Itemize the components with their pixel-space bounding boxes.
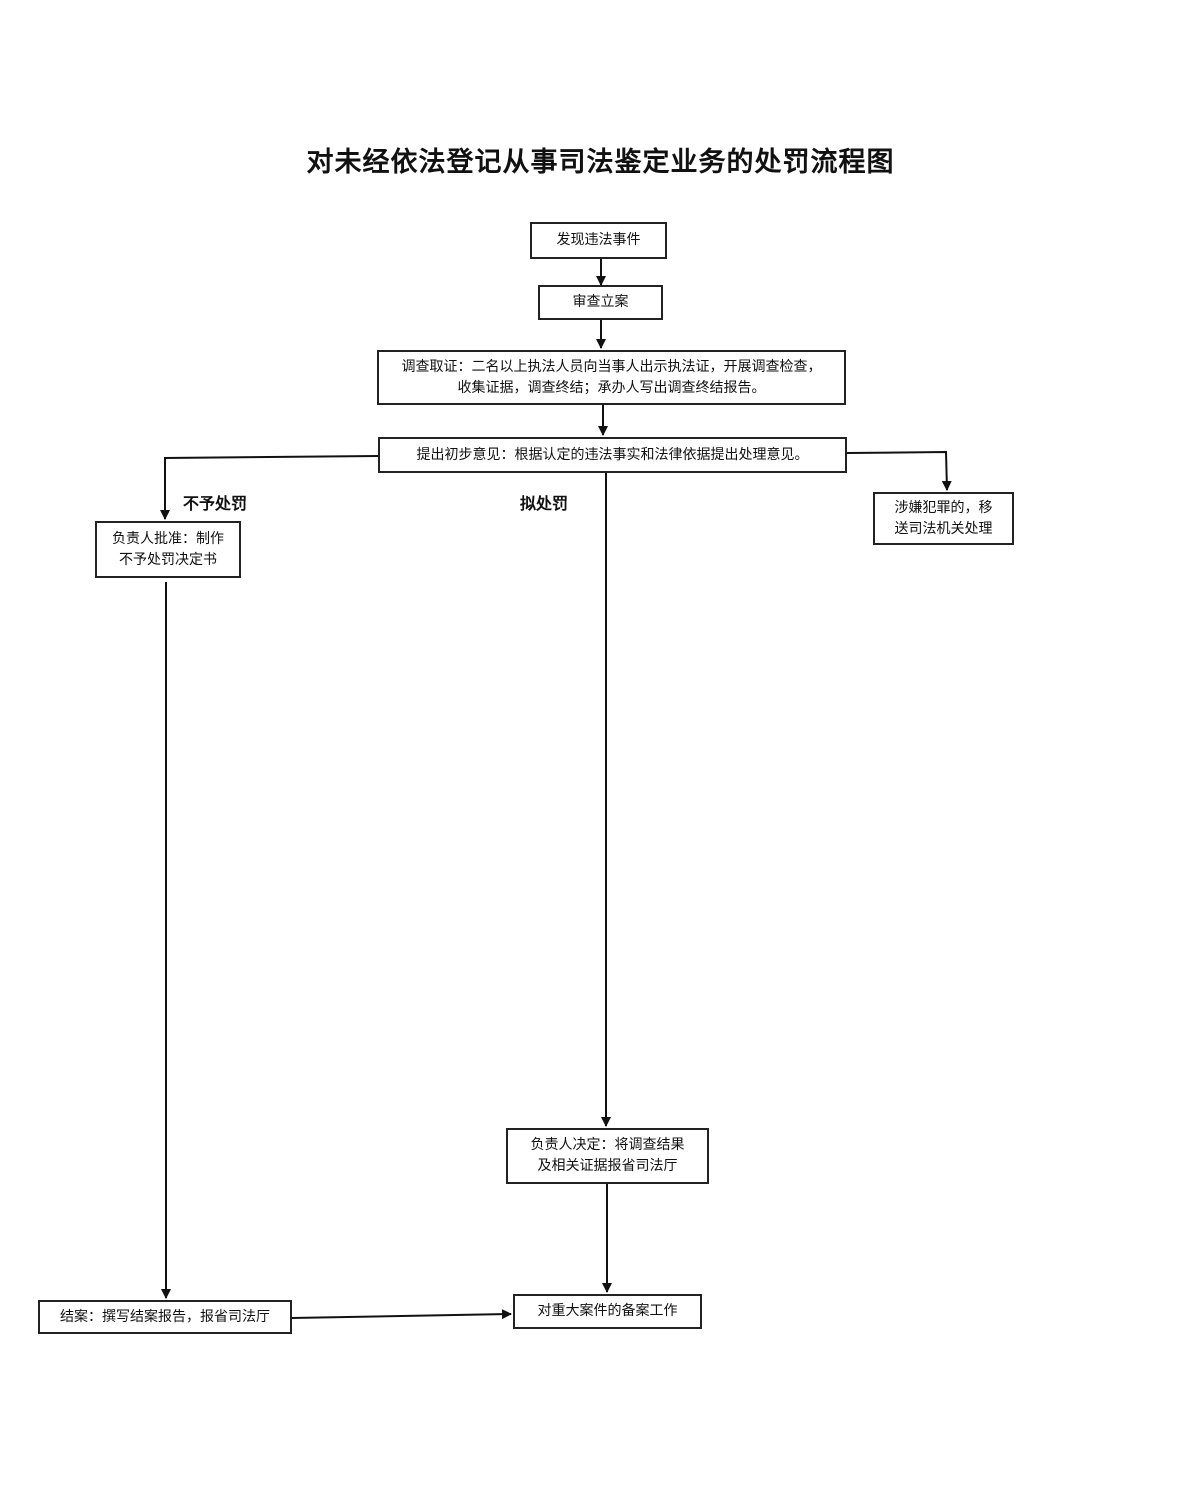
node-no-penalty-line1: 负责人批准：制作: [112, 530, 224, 547]
node-close-case-text: 结案：撰写结案报告，报省司法厅: [60, 1308, 270, 1325]
arrow-opinion-to-no-penalty: [160, 455, 379, 520]
node-decision-line1: 负责人决定：将调查结果: [530, 1137, 685, 1153]
branch-label-no-penalty: 不予处罚: [183, 494, 248, 513]
branch-label-proposed-penalty: 拟处罚: [520, 494, 569, 513]
node-no-penalty: 负责人批准：制作 不予处罚决定书: [95, 521, 241, 578]
node-close-case: 结案：撰写结案报告，报省司法厅: [38, 1300, 292, 1334]
page-title: 对未经依法登记从事司法鉴定业务的处罚流程图: [306, 147, 895, 178]
node-filing: 对重大案件的备案工作: [513, 1294, 702, 1329]
node-discover: 发现违法事件: [530, 222, 667, 259]
node-investigate: 调查取证：二名以上执法人员向当事人出示执法证，开展调查检查， 收集证据，调查终结…: [377, 350, 846, 405]
node-no-penalty-line2: 不予处罚决定书: [119, 551, 217, 568]
node-opinion-text: 提出初步意见：根据认定的违法事实和法律依据提出处理意见。: [416, 446, 809, 463]
node-criminal: 涉嫌犯罪的，移 送司法机关处理: [873, 492, 1014, 545]
node-decision: 负责人决定：将调查结果 及相关证据报省司法厅: [506, 1128, 709, 1184]
node-filing-text: 对重大案件的备案工作: [537, 1303, 678, 1319]
node-decision-line2: 及相关证据报省司法厅: [537, 1158, 678, 1174]
node-investigate-line1: 调查取证：二名以上执法人员向当事人出示执法证，开展调查检查，: [401, 358, 822, 375]
node-opinion: 提出初步意见：根据认定的违法事实和法律依据提出处理意见。: [378, 437, 847, 473]
node-review: 审查立案: [538, 285, 663, 320]
arrow-opinion-to-criminal: [846, 450, 952, 491]
node-review-text: 审查立案: [572, 294, 629, 310]
node-discover-text: 发现违法事件: [556, 232, 641, 248]
node-criminal-line1: 涉嫌犯罪的，移: [894, 499, 993, 516]
node-criminal-line2: 送司法机关处理: [894, 520, 993, 537]
node-investigate-line2: 收集证据，调查终结；承办人写出调查终结报告。: [457, 379, 766, 396]
arrow-close-to-filing: [291, 1309, 512, 1320]
